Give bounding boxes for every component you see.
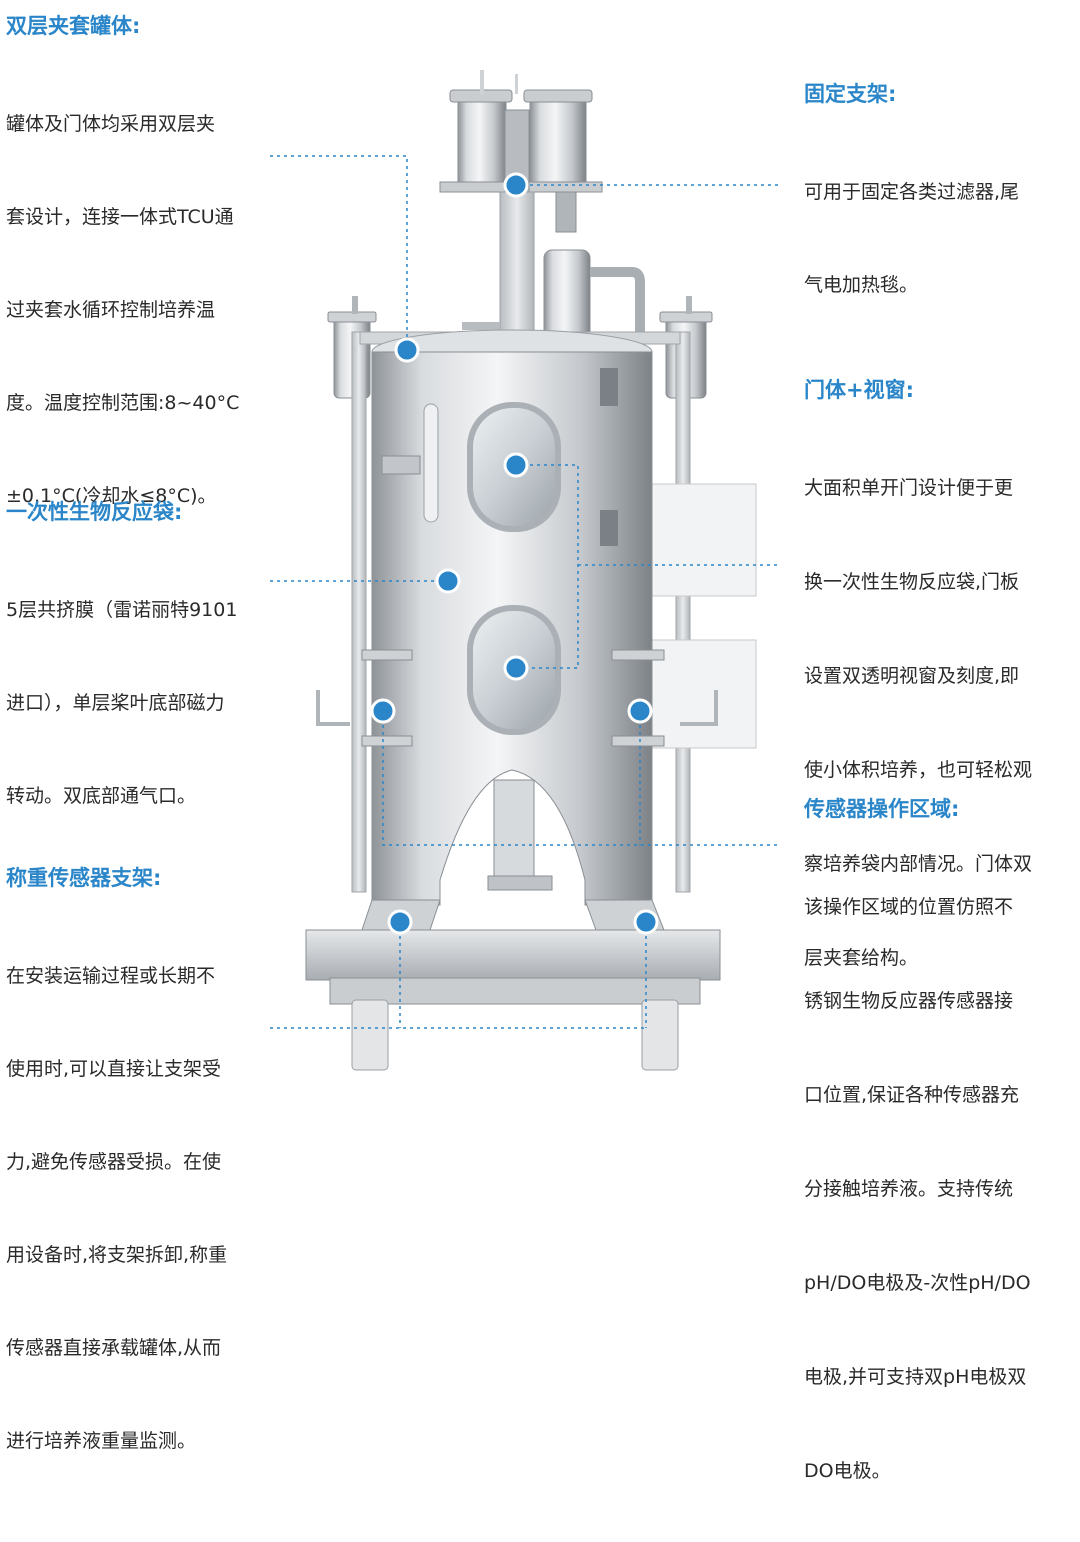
callout-title: 传感器操作区域: bbox=[804, 797, 960, 821]
callout-line: 层夹套给构。 bbox=[804, 947, 919, 969]
callout-title: 门体+视窗: bbox=[804, 378, 914, 402]
sensor-bracket-right bbox=[611, 649, 718, 747]
top-filter-assembly bbox=[439, 70, 603, 333]
callout-line: 套设计，连接一体式TCU通 bbox=[6, 205, 234, 228]
callout-line: 该操作区域的位置仿照不 bbox=[804, 896, 1014, 918]
callout-line: 在安装运输过程或长期不 bbox=[6, 964, 216, 987]
callout-line: 力,避免传感器受损。在使 bbox=[6, 1150, 222, 1173]
callout-line: 5层共挤膜（雷诺丽特9101 bbox=[6, 598, 238, 621]
marker-weigh-left bbox=[387, 909, 413, 935]
callout-line: 传感器直接承载罐体,从而 bbox=[6, 1336, 222, 1359]
callout-line: ±0.1°C(冷却水≤8°C)。 bbox=[6, 484, 217, 507]
callout-sensor-area: 传感器操作区域: 该操作区域的位置仿照不 锈钢生物反应器传感器接 口位置,保证各… bbox=[804, 795, 1066, 1542]
marker-bracket bbox=[503, 172, 529, 198]
callout-line: pH/DO电极及-次性pH/DO bbox=[804, 1272, 1031, 1294]
leader-sensor bbox=[382, 711, 778, 846]
marker-sensor-left bbox=[370, 698, 396, 724]
leader-jacket bbox=[270, 155, 408, 350]
marker-window-upper bbox=[503, 452, 529, 478]
bioreactor-illustration bbox=[270, 70, 780, 1071]
callout-title: 称重传感器支架: bbox=[6, 866, 162, 890]
callout-title: 双层夹套罐体: bbox=[6, 14, 141, 38]
callout-line: 进行培养液重量监测。 bbox=[6, 1429, 197, 1452]
callout-line: 可用于固定各类过滤器,尾 bbox=[804, 180, 1020, 203]
callout-title: 固定支架: bbox=[804, 82, 897, 106]
callout-title: 一次性生物反应袋: bbox=[6, 500, 183, 524]
callout-body: 罐体及门体均采用双层夹 套设计，连接一体式TCU通 过夹套水循环控制培养温 度。… bbox=[6, 54, 268, 566]
callout-line: 锈钢生物反应器传感器接 bbox=[804, 990, 1014, 1012]
marker-jacket bbox=[394, 337, 420, 363]
callout-line: 过夹套水循环控制培养温 bbox=[6, 298, 216, 321]
sensor-bracket-left bbox=[316, 649, 413, 747]
callout-door-window: 门体+视窗: 大面积单开门设计便于更 换一次性生物反应袋,门板 设置双透明视窗及… bbox=[804, 376, 1066, 1029]
callout-line: 换一次性生物反应袋,门板 bbox=[804, 571, 1020, 593]
marker-bag bbox=[435, 568, 461, 594]
base-platform bbox=[305, 899, 721, 1071]
callout-weighing-bracket: 称重传感器支架: 在安装运输过程或长期不 使用时,可以直接让支架受 力,避免传感… bbox=[6, 864, 268, 1511]
callout-jacketed-vessel: 双层夹套罐体: 罐体及门体均采用双层夹 套设计，连接一体式TCU通 过夹套水循环… bbox=[6, 12, 268, 566]
callout-line: 大面积单开门设计便于更 bbox=[804, 477, 1014, 499]
callout-line: 设置双透明视窗及刻度,即 bbox=[804, 665, 1020, 687]
callout-fixed-bracket: 固定支架: 可用于固定各类过滤器,尾 气电加热毯。 bbox=[804, 80, 1066, 355]
leader-door bbox=[516, 464, 778, 669]
callout-line: 用设备时,将支架拆卸,称重 bbox=[6, 1243, 228, 1266]
callout-line: 转动。双底部通气口。 bbox=[6, 784, 197, 807]
marker-sensor-right bbox=[627, 698, 653, 724]
callout-line: 罐体及门体均采用双层夹 bbox=[6, 112, 216, 135]
callout-line: 分接触培养液。支持传统 bbox=[804, 1178, 1014, 1200]
callout-single-use-bag: 一次性生物反应袋: 5层共挤膜（雷诺丽特9101 进口），单层桨叶底部磁力 转动… bbox=[6, 498, 268, 866]
callout-line: 气电加热毯。 bbox=[804, 273, 919, 296]
callout-body: 可用于固定各类过滤器,尾 气电加热毯。 bbox=[804, 122, 1066, 355]
callout-body: 该操作区域的位置仿照不 锈钢生物反应器传感器接 口位置,保证各种传感器充 分接触… bbox=[804, 837, 1066, 1542]
callout-line: 电极,并可支持双pH电极双 bbox=[804, 1366, 1027, 1388]
callout-body: 5层共挤膜（雷诺丽特9101 进口），单层桨叶底部磁力 转动。双底部通气口。 bbox=[6, 540, 268, 866]
marker-weigh-right bbox=[633, 909, 659, 935]
callout-body: 大面积单开门设计便于更 换一次性生物反应袋,门板 设置双透明视窗及刻度,即 使小… bbox=[804, 418, 1066, 1029]
callout-line: 度。温度控制范围:8~40°C bbox=[6, 391, 240, 414]
bottom-magnetic-drive bbox=[487, 779, 553, 891]
callout-line: 使用时,可以直接让支架受 bbox=[6, 1057, 222, 1080]
callout-line: 使小体积培养，也可轻松观 bbox=[804, 759, 1033, 781]
callout-line: 口位置,保证各种传感器充 bbox=[804, 1084, 1020, 1106]
callout-line: DO电极。 bbox=[804, 1460, 891, 1482]
callout-line: 察培养袋内部情况。门体双 bbox=[804, 853, 1033, 875]
marker-window-lower bbox=[503, 655, 529, 681]
callout-body: 在安装运输过程或长期不 使用时,可以直接让支架受 力,避免传感器受损。在使 用设… bbox=[6, 906, 268, 1511]
callout-line: 进口），单层桨叶底部磁力 bbox=[6, 691, 225, 714]
